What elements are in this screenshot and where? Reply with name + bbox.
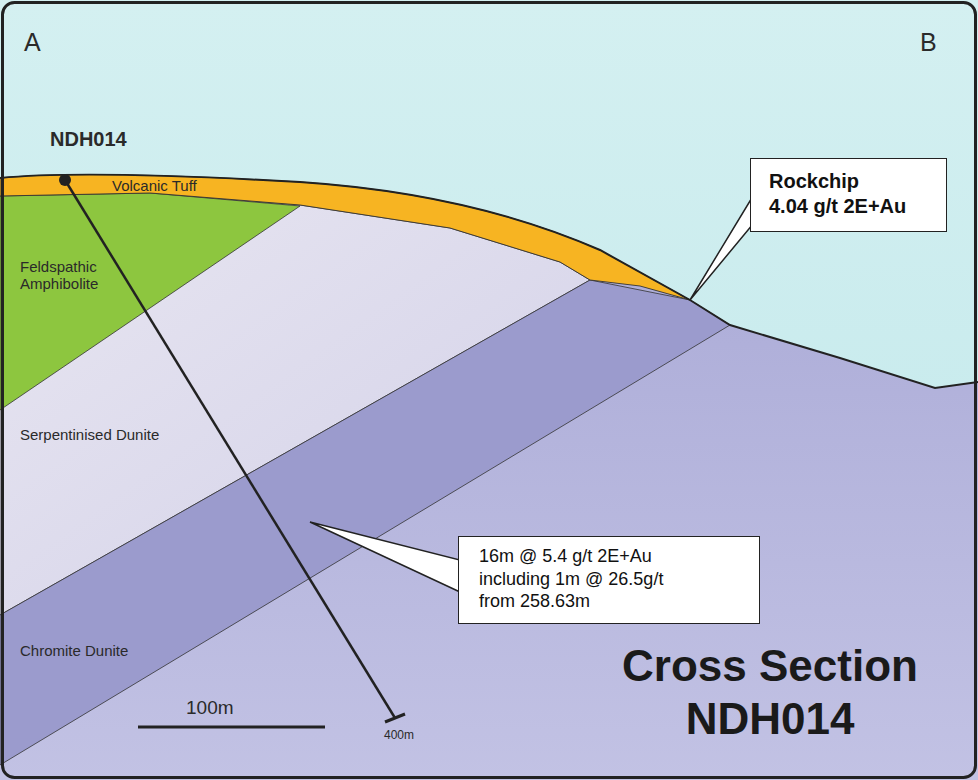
callout-pointer bbox=[310, 522, 460, 592]
text-line: including 1m @ 26.5g/t bbox=[479, 568, 739, 591]
callout-box: Rockchip 4.04 g/t 2E+Au bbox=[750, 158, 947, 232]
depth-label: 400m bbox=[384, 729, 414, 743]
drill-trace bbox=[65, 180, 395, 718]
section-title: Cross Section NDH014 bbox=[600, 640, 940, 746]
text-line: NDH014 bbox=[600, 693, 940, 746]
text-line: Feldspathic bbox=[20, 258, 98, 275]
feldspathic-amphibolite-unit bbox=[0, 193, 300, 410]
chromite-dunite-band bbox=[0, 280, 730, 765]
section-end-label: A bbox=[24, 28, 41, 57]
text-line: Cross Section bbox=[600, 640, 940, 693]
hole-end-tick bbox=[385, 714, 405, 722]
ground bbox=[0, 175, 978, 780]
text-line: Amphibolite bbox=[20, 275, 98, 292]
ground-surface bbox=[0, 175, 978, 388]
text-line: from 258.63m bbox=[479, 590, 739, 613]
scale-bar bbox=[138, 726, 325, 729]
callout-pointer bbox=[690, 196, 753, 300]
unit-name: Chromite Dunite bbox=[20, 642, 128, 659]
text-line: 16m @ 5.4 g/t 2E+Au bbox=[479, 545, 739, 568]
unit-name: Serpentinised Dunite bbox=[20, 426, 159, 443]
callout-text: Rockchip 4.04 g/t 2E+Au bbox=[769, 169, 928, 219]
text-line: 4.04 g/t 2E+Au bbox=[769, 194, 928, 219]
volcanic-tuff-unit bbox=[0, 175, 690, 300]
unit-name: Volcanic Tuff bbox=[112, 177, 197, 194]
text-line: Rockchip bbox=[769, 169, 928, 194]
callout-box: 16m @ 5.4 g/t 2E+Au including 1m @ 26.5g… bbox=[458, 536, 760, 624]
unit-name: Feldspathic Amphibolite bbox=[20, 258, 98, 293]
section-end-label: B bbox=[920, 28, 937, 57]
collar-dot bbox=[59, 174, 71, 186]
drillhole-name: NDH014 bbox=[50, 128, 127, 151]
scale-label: 100m bbox=[186, 697, 234, 719]
callout-text: 16m @ 5.4 g/t 2E+Au including 1m @ 26.5g… bbox=[479, 545, 739, 613]
frame bbox=[3, 3, 976, 778]
